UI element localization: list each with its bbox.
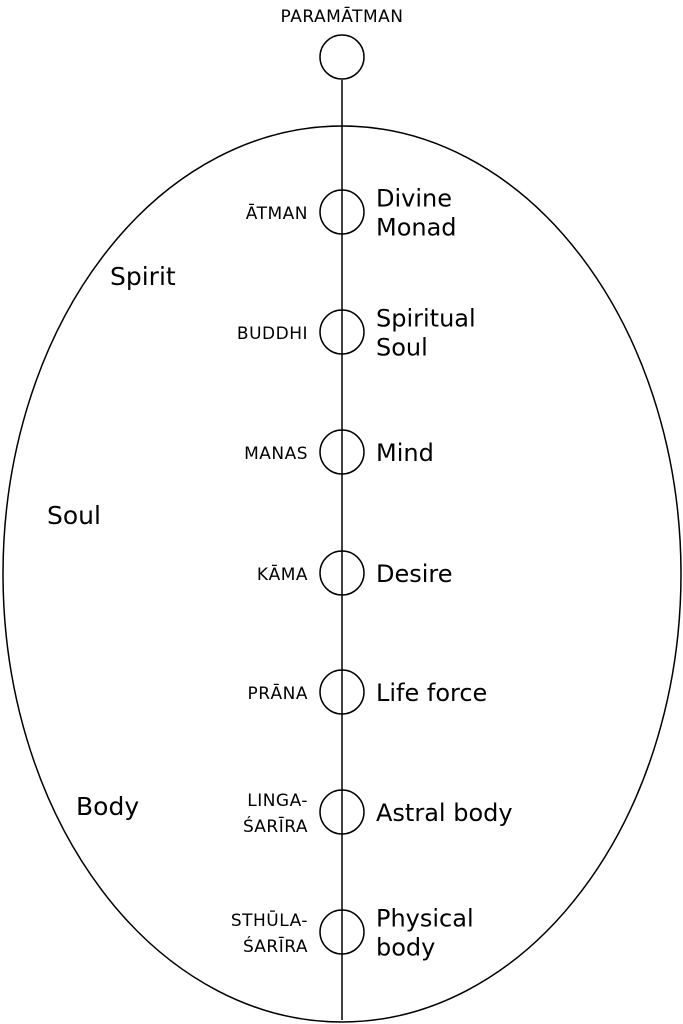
- english-label: Astral body: [376, 799, 513, 827]
- sanskrit-label: STHŪLA-: [231, 909, 308, 931]
- sanskrit-label: PRĀNA: [247, 682, 308, 704]
- english-label: Mind: [376, 439, 434, 467]
- english-label: Soul: [376, 334, 428, 362]
- principle-circle: [319, 789, 365, 835]
- principle-circle: [319, 550, 365, 596]
- sanskrit-label: ĀTMAN: [246, 202, 308, 224]
- english-label: Desire: [376, 560, 453, 588]
- principle-circle: [319, 189, 365, 235]
- english-label: Monad: [376, 214, 457, 242]
- english-label: Spiritual: [376, 305, 476, 333]
- group-label-body: Body: [76, 792, 139, 821]
- sanskrit-label: MANAS: [244, 444, 308, 464]
- sanskrit-label: BUDDHI: [237, 324, 308, 344]
- principle-circle: [319, 429, 365, 475]
- english-label: Divine: [376, 185, 452, 213]
- sanskrit-label: KĀMA: [257, 563, 308, 585]
- principle-circle: [319, 669, 365, 715]
- principle-circle: [319, 909, 365, 955]
- paramatman-circle: [319, 34, 365, 80]
- sanskrit-label: ŚARĪRA: [243, 815, 308, 837]
- group-label-soul: Soul: [47, 501, 101, 530]
- sanskrit-label: LINGA-: [247, 791, 308, 811]
- english-label: Life force: [376, 679, 487, 707]
- english-label: body: [376, 934, 435, 962]
- group-label-spirit: Spirit: [110, 262, 176, 291]
- sanskrit-label: ŚARĪRA: [243, 935, 308, 957]
- english-label: Physical: [376, 905, 474, 933]
- paramatman-label: PARAMĀTMAN: [281, 5, 404, 27]
- principle-circle: [319, 309, 365, 355]
